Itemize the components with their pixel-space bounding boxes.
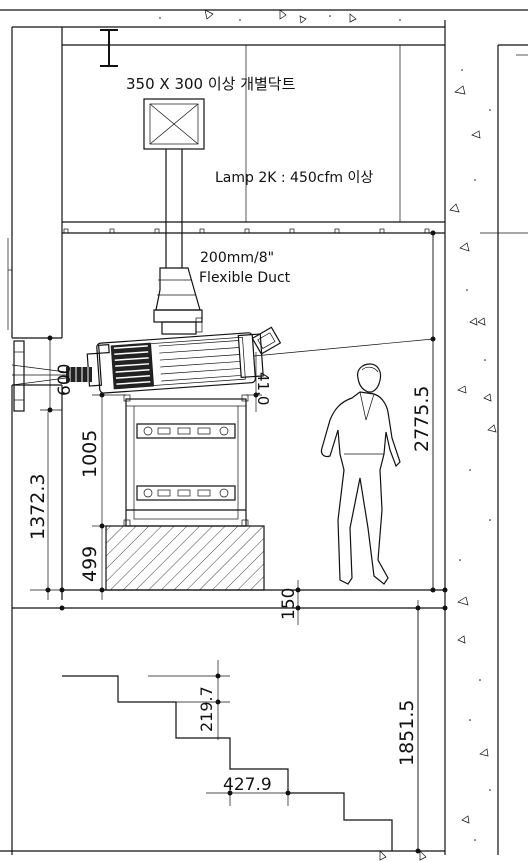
dim-tilt-offset: 41.0 [254, 372, 272, 405]
dim-wall-sill: 1372.3 [27, 474, 49, 540]
projection-beam-lines [11, 338, 434, 386]
projector-icon [66, 326, 282, 394]
exhaust-duct-pipe [153, 149, 203, 335]
dimension-values: 600 41.0 1005 1372.3 499 2775.5 150 219.… [27, 364, 433, 795]
beam-bolts [63, 228, 430, 234]
flexible-duct-size-label: 200mm/8" [200, 250, 274, 266]
i-beam-symbol-icon [100, 29, 118, 67]
dim-stair-floor: 1851.5 [396, 700, 418, 766]
annotation-labels: 350 X 300 이상 개별닥트 Lamp 2K : 450cfm 이상 20… [126, 75, 373, 286]
dim-stair-tread: 427.9 [223, 775, 272, 795]
staircase [62, 675, 393, 851]
exhaust-duct-grille-icon [143, 98, 205, 150]
dim-ceiling-height: 2775.5 [411, 386, 433, 452]
concrete-texture [159, 9, 497, 861]
projector-pedestal [123, 394, 249, 527]
ceiling-void-grid [245, 45, 401, 222]
lamp-spec-label: Lamp 2K : 450cfm 이상 [215, 170, 373, 186]
dim-slab-thickness: 150 [279, 588, 299, 620]
person-figure-icon [320, 363, 401, 585]
dimension-nodes [45, 230, 448, 854]
flexible-duct-name-label: Flexible Duct [199, 270, 291, 286]
dim-platform-height: 499 [79, 546, 101, 582]
projection-port-window [13, 340, 25, 412]
duct-size-label: 350 X 300 이상 개별닥트 [126, 75, 296, 93]
dim-port-height: 600 [55, 364, 75, 396]
dim-pedestal-height: 1005 [79, 430, 101, 478]
dim-stair-riser: 219.7 [197, 686, 216, 732]
concrete-platform [105, 525, 265, 591]
